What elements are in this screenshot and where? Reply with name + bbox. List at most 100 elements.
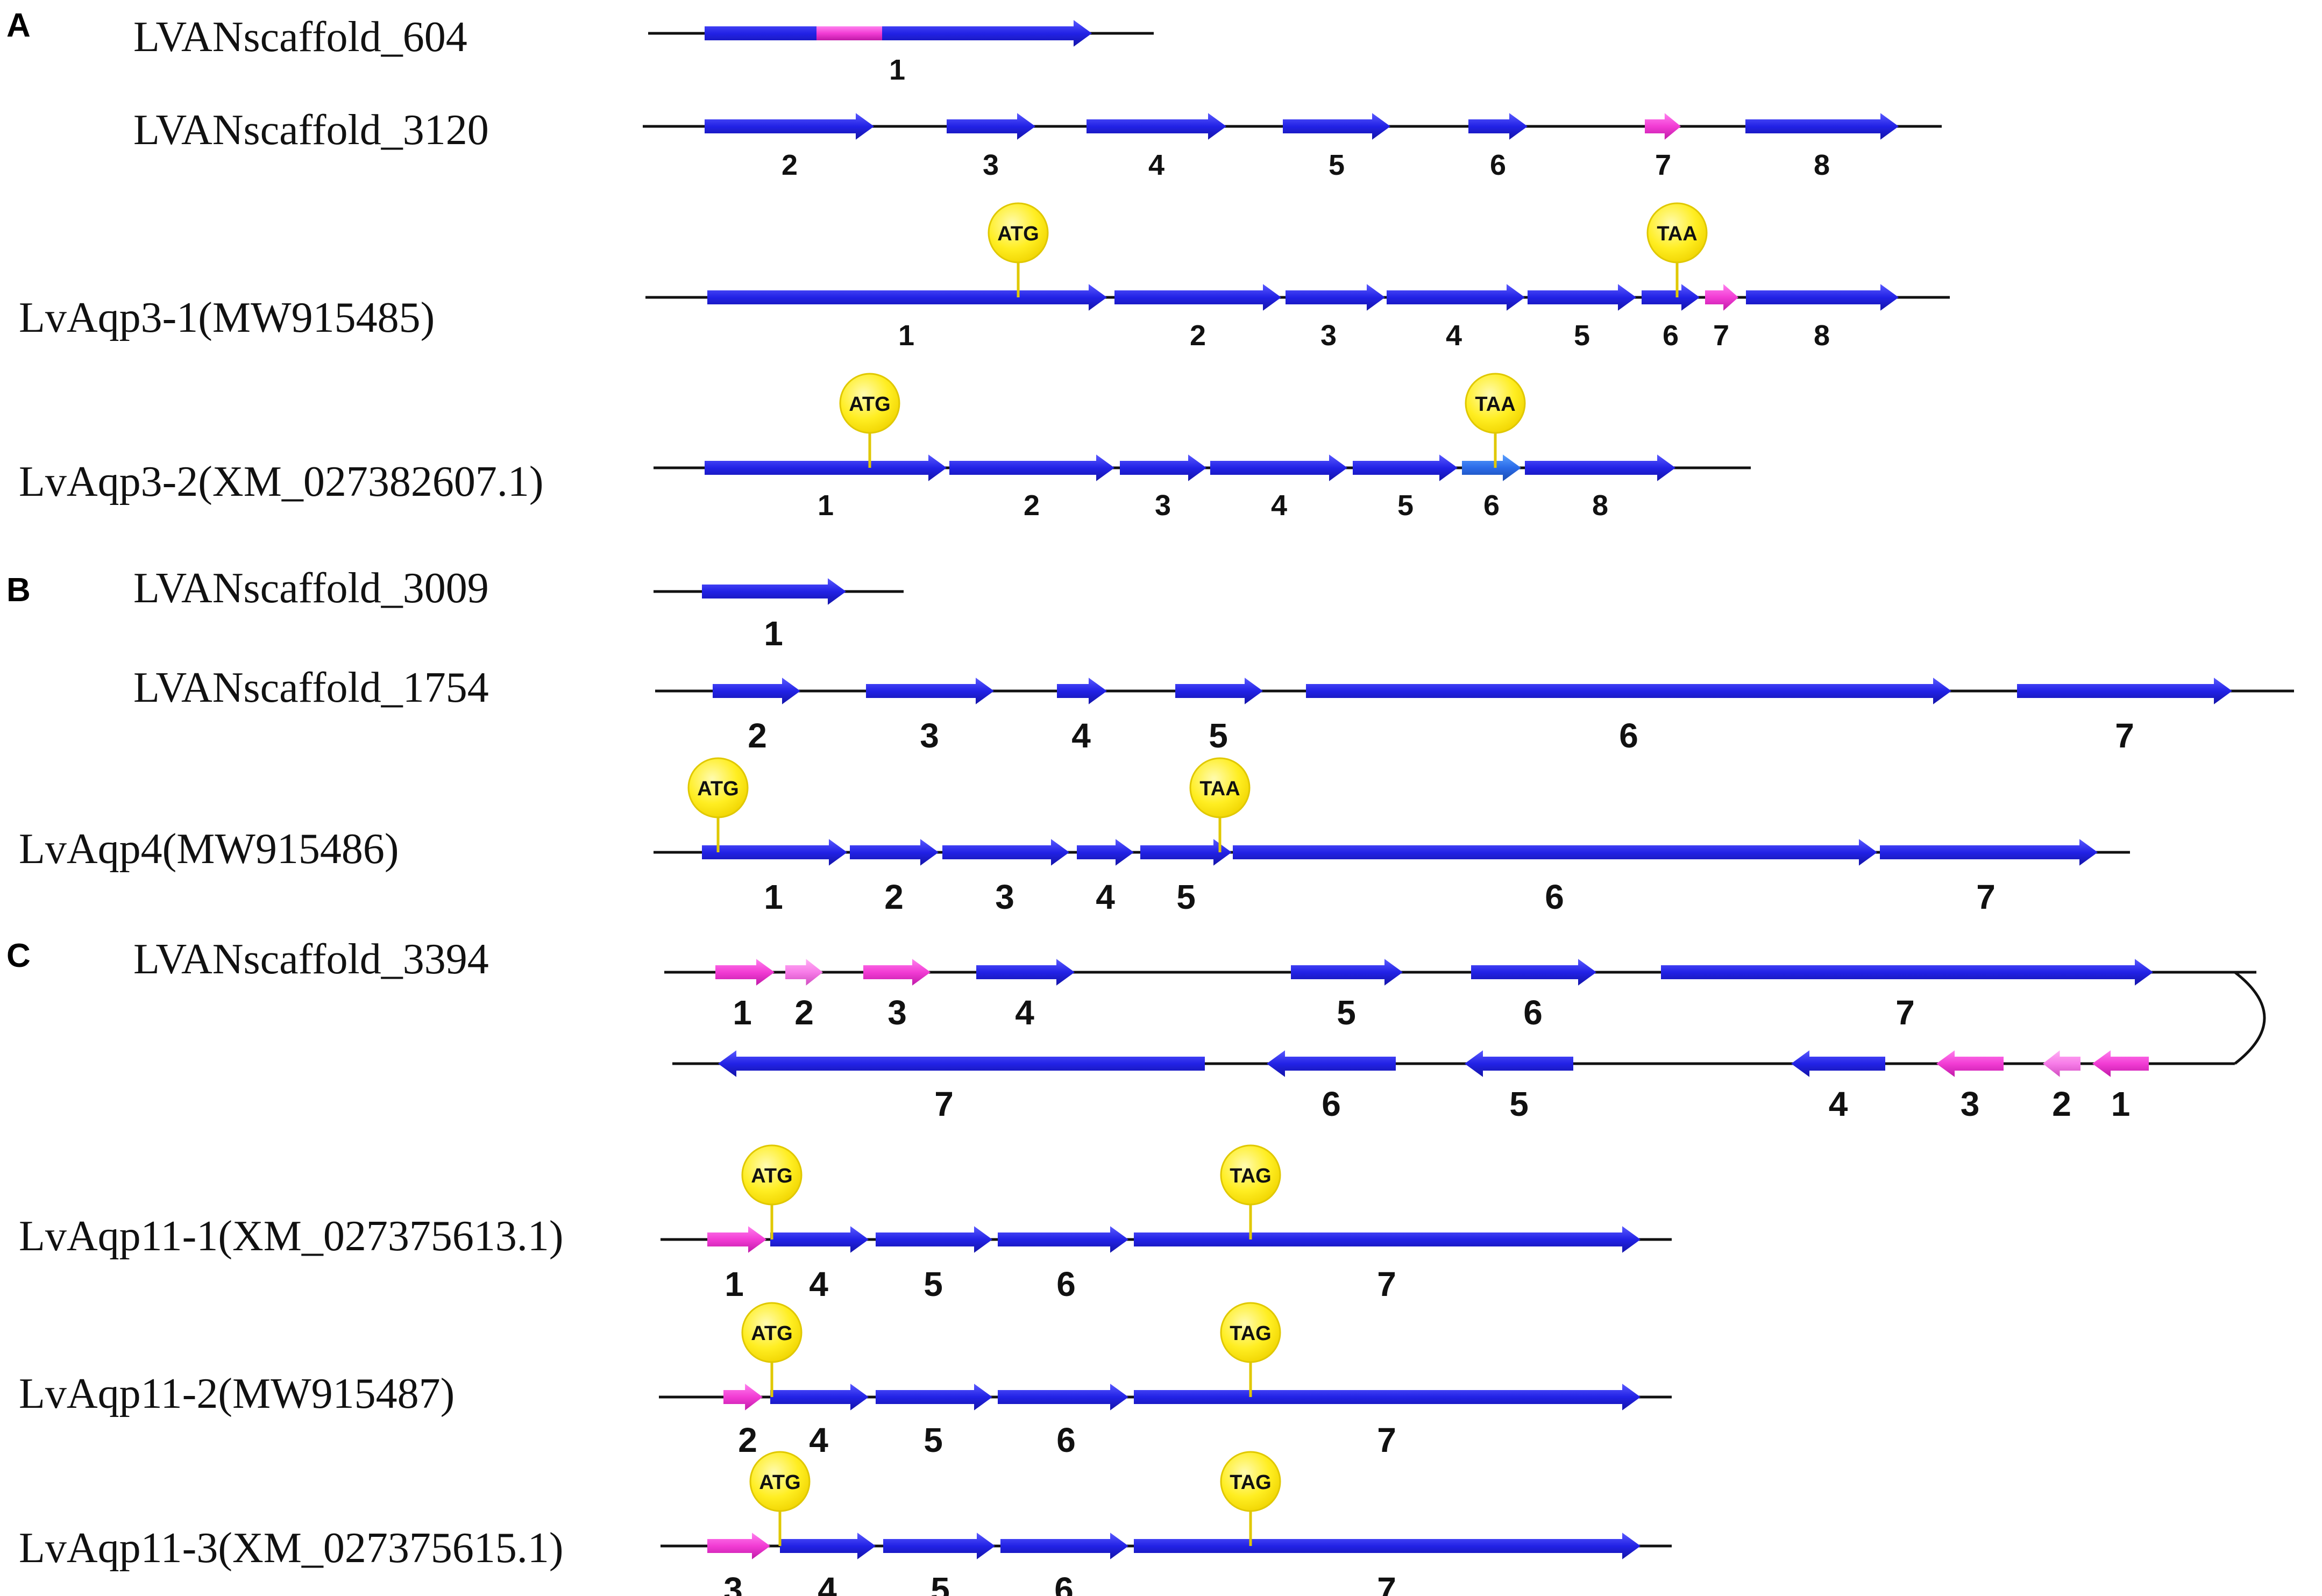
exon-number: 6 [1056, 1421, 1076, 1459]
scaffold-wrap-bracket [2234, 971, 2266, 1065]
exon-number: 4 [809, 1421, 828, 1459]
start-codon-marker: ATG [988, 202, 1049, 297]
exon-arrow [1745, 113, 1899, 140]
exon-arrow [1134, 1226, 1641, 1253]
exon-arrow [707, 1533, 770, 1559]
exon-arrow [863, 959, 931, 986]
exon-arrow [949, 454, 1114, 481]
exon-number-reverse: 1 [2111, 1085, 2131, 1123]
exon-number: 4 [1446, 319, 1462, 352]
codon-label: TAG [1230, 1322, 1271, 1345]
exon-arrow [1114, 284, 1281, 311]
exon-number: 5 [1337, 993, 1356, 1032]
exon-number: 7 [1377, 1421, 1396, 1459]
exon-number: 2 [738, 1421, 757, 1459]
codon-label: TAA [1475, 393, 1515, 416]
exon-number-reverse: 2 [2052, 1085, 2071, 1123]
exon-arrow [1087, 113, 1226, 140]
exon-number: 7 [1377, 1570, 1396, 1596]
exon-arrow [1057, 678, 1107, 704]
codon-label: TAG [1230, 1471, 1271, 1494]
exon-number: 4 [1148, 149, 1164, 181]
codon-label: ATG [997, 223, 1039, 245]
track-label: LvAqp11-1(XM_027375613.1) [19, 1213, 564, 1260]
codon-circle [687, 757, 749, 818]
track-label: LvAqp11-3(XM_027375615.1) [19, 1524, 564, 1572]
codon-label: TAG [1230, 1165, 1271, 1187]
start-codon-marker: ATG [687, 757, 749, 852]
track-label: LVANscaffold_3009 [133, 565, 489, 612]
codon-label: TAA [1657, 223, 1697, 245]
exon-arrow [785, 959, 823, 986]
exon-number-reverse: 5 [1509, 1085, 1529, 1123]
codon-circle [1220, 1144, 1281, 1206]
exon-arrow [770, 1226, 869, 1253]
exon-number: 5 [1397, 489, 1414, 522]
exon-arrow [1286, 284, 1385, 311]
exon-number: 6 [1619, 716, 1638, 755]
track-label: LVANscaffold_3120 [133, 106, 489, 154]
exon-number: 3 [723, 1570, 743, 1596]
exon-number: 4 [818, 1570, 837, 1596]
track-label: LVANscaffold_3394 [133, 936, 489, 983]
exon-number: 5 [924, 1421, 943, 1459]
track-label: LvAqp4(MW915486) [19, 825, 399, 873]
exon-arrow-reverse [718, 1050, 1205, 1077]
exon-number: 5 [1574, 319, 1590, 352]
exon-arrow [1140, 839, 1232, 866]
codon-label: ATG [849, 393, 890, 416]
exon-number: 1 [733, 993, 752, 1032]
exon-arrow-reverse [1267, 1050, 1396, 1077]
exon-number-reverse: 4 [1829, 1085, 1848, 1123]
exon-number: 3 [995, 878, 1014, 916]
exon-arrow [866, 678, 994, 704]
exon-arrow [1306, 678, 1951, 704]
exon-arrow [705, 113, 874, 140]
exon-number: 8 [1814, 149, 1830, 181]
exon-arrow [1642, 284, 1700, 311]
exon-arrow [1134, 1384, 1641, 1410]
track-label: LvAqp3-1(MW915485) [19, 294, 435, 341]
exon-arrow [2017, 678, 2232, 704]
exon-number: 5 [1176, 878, 1196, 916]
exon-arrow [1387, 284, 1525, 311]
exon-arrow [883, 1533, 995, 1559]
exon-number: 5 [931, 1570, 950, 1596]
codon-circle [839, 373, 900, 434]
exon-number-reverse: 7 [934, 1085, 954, 1123]
codon-circle [1465, 373, 1526, 434]
exon-number: 4 [809, 1265, 828, 1303]
exon-arrow [1077, 839, 1134, 866]
exon-number: 1 [818, 489, 834, 522]
start-codon-marker: ATG [749, 1451, 811, 1546]
exon-arrow [1000, 1533, 1128, 1559]
exon-number: 4 [1071, 716, 1091, 755]
exon-arrow [723, 1384, 763, 1410]
exon-number: 4 [1271, 489, 1287, 522]
codon-circle [1220, 1451, 1281, 1512]
exon-arrow [876, 1384, 992, 1410]
exon-arrow-reverse [2092, 1050, 2149, 1077]
track-label: LVANscaffold_1754 [133, 664, 489, 711]
exon-number: 7 [1895, 993, 1915, 1032]
start-codon-marker: ATG [839, 373, 900, 468]
exon-arrow [1175, 678, 1263, 704]
exon-number: 2 [782, 149, 798, 181]
codon-circle [741, 1144, 803, 1206]
exon-number: 6 [1483, 489, 1500, 522]
exon-arrow [707, 1226, 766, 1253]
exon-number: 2 [1190, 319, 1206, 352]
exon-arrow [976, 959, 1075, 986]
codon-circle [1220, 1302, 1281, 1363]
exon-arrow [705, 20, 1092, 47]
exon-number: 7 [1713, 319, 1729, 352]
exon-number: 3 [983, 149, 999, 181]
start-codon-marker: ATG [741, 1302, 803, 1397]
exon-arrow [1471, 959, 1596, 986]
